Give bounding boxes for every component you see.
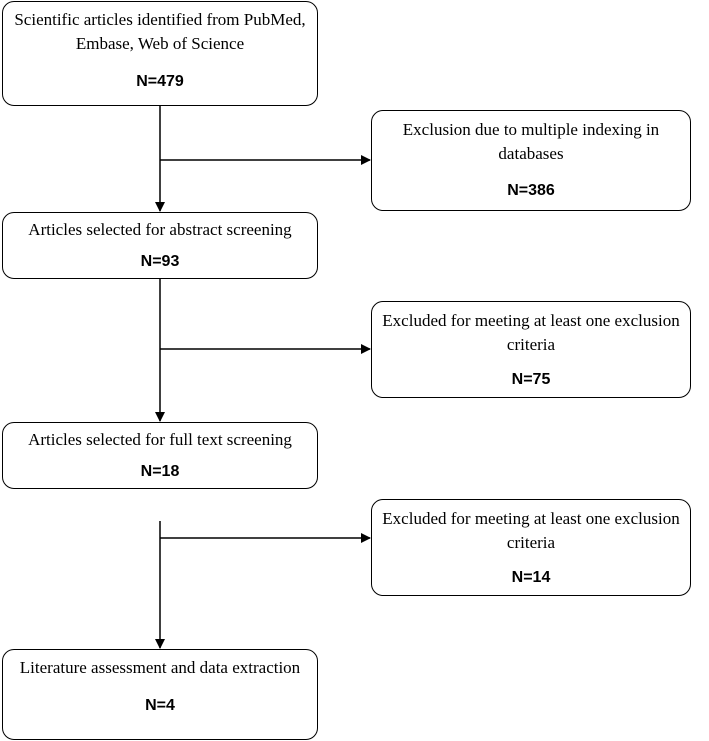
identified-articles-box: Scientific articles identified from PubM… bbox=[2, 1, 318, 106]
exclusion-abstract-count: N=75 bbox=[511, 371, 551, 388]
identified-articles-count: N=479 bbox=[136, 73, 184, 90]
exclusion-fulltext-label: Excluded for meeting at least one exclus… bbox=[382, 509, 680, 552]
literature-assessment-count: N=4 bbox=[145, 697, 175, 714]
fulltext-screening-label: Articles selected for full text screenin… bbox=[28, 430, 292, 449]
literature-assessment-box: Literature assessment and data extractio… bbox=[2, 649, 318, 740]
identified-articles-label: Scientific articles identified from PubM… bbox=[14, 10, 306, 53]
abstract-screening-box: Articles selected for abstract screening… bbox=[2, 212, 318, 279]
exclusion-abstract-box: Excluded for meeting at least one exclus… bbox=[371, 301, 691, 398]
exclusion-fulltext-count: N=14 bbox=[511, 569, 551, 586]
exclusion-fulltext-box: Excluded for meeting at least one exclus… bbox=[371, 499, 691, 596]
exclusion-duplicates-box: Exclusion due to multiple indexing in da… bbox=[371, 110, 691, 211]
abstract-screening-label: Articles selected for abstract screening bbox=[28, 220, 292, 239]
exclusion-abstract-label: Excluded for meeting at least one exclus… bbox=[382, 311, 680, 354]
fulltext-screening-box: Articles selected for full text screenin… bbox=[2, 422, 318, 489]
fulltext-screening-count: N=18 bbox=[140, 463, 180, 480]
exclusion-duplicates-count: N=386 bbox=[507, 182, 555, 199]
literature-assessment-label: Literature assessment and data extractio… bbox=[19, 658, 301, 677]
exclusion-duplicates-label: Exclusion due to multiple indexing in da… bbox=[402, 120, 660, 163]
abstract-screening-count: N=93 bbox=[140, 253, 180, 270]
